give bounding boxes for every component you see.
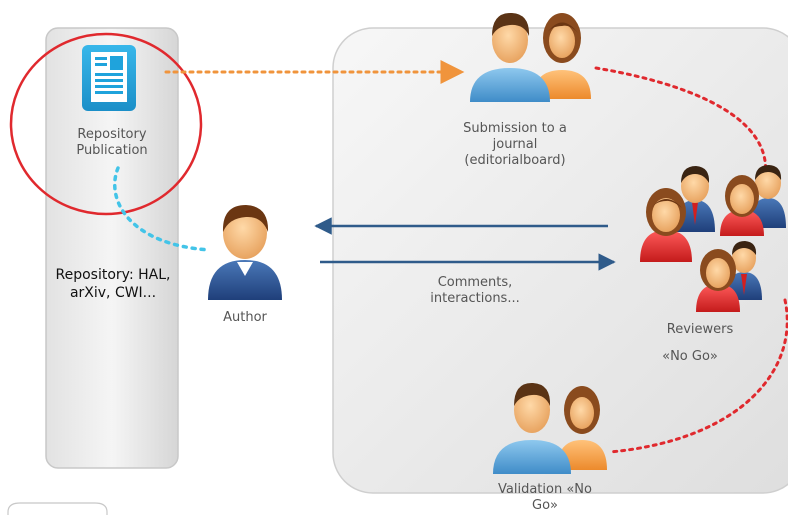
label-line: Go» xyxy=(532,498,558,513)
author-icon xyxy=(208,205,282,300)
journal-label: Submission to a journal (editorialboard) xyxy=(440,121,590,169)
label-line: journal xyxy=(492,137,538,152)
label-line: Comments, xyxy=(437,275,513,290)
repository-author-link xyxy=(113,166,212,252)
validation-group-icon xyxy=(493,382,607,474)
author-label: Author xyxy=(223,310,267,325)
repository-column xyxy=(45,27,179,469)
reviewers-label: Reviewers xyxy=(666,322,734,337)
journal-reviewers-path xyxy=(594,66,768,180)
label-line: arXiv, CWI... xyxy=(69,285,157,301)
label-line: Validation «No xyxy=(498,482,592,497)
repository-examples-label: Repository: HAL, arXiv, CWI... xyxy=(50,266,176,302)
highlight-circle xyxy=(9,32,203,216)
label-line: interactions... xyxy=(430,291,520,306)
document-icon xyxy=(82,45,136,111)
label-line: Repository: HAL, xyxy=(55,267,171,283)
reviewers-status-label: «No Go» xyxy=(662,349,718,364)
repository-publication-label: Repository Publication xyxy=(52,127,172,159)
label-line: (editorialboard) xyxy=(464,153,566,168)
validation-label: Validation «No Go» xyxy=(470,482,620,514)
label-line: Submission to a xyxy=(463,121,567,136)
comments-label: Comments, interactions... xyxy=(410,275,540,307)
label-line: Repository xyxy=(77,127,147,142)
label-line: Publication xyxy=(76,143,148,158)
reviewers-validation-path xyxy=(608,298,788,454)
reviewers-group-icon xyxy=(640,165,786,312)
stub-box xyxy=(7,502,108,515)
editorial-board-icon xyxy=(470,12,591,102)
